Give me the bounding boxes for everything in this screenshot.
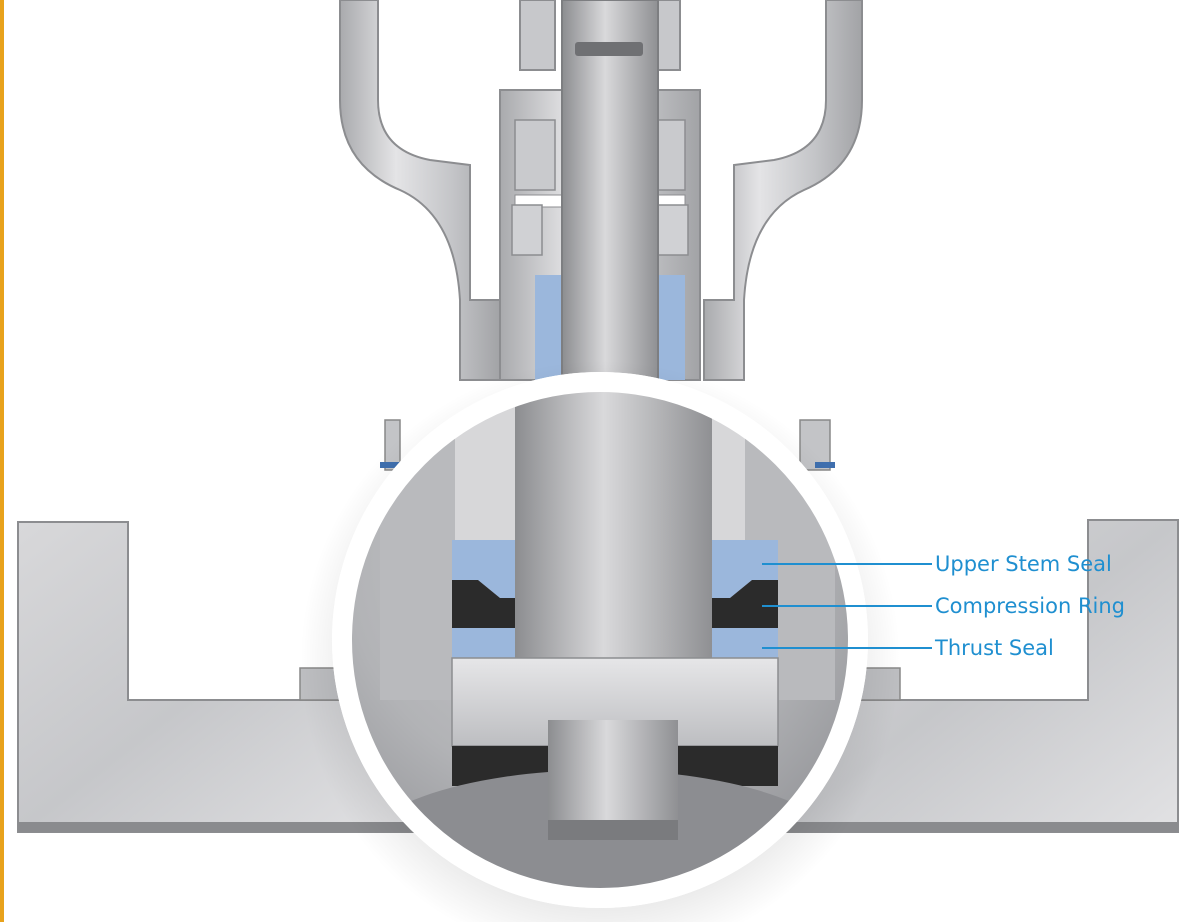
upper-stem-seal-label: Upper Stem Seal [935, 552, 1112, 576]
yoke [339, 0, 863, 381]
valve-stem [561, 0, 659, 381]
callout-lines [762, 563, 932, 649]
upper-stem-seal-left [452, 540, 515, 598]
thrust-seal-left [452, 628, 515, 658]
compression-ring-right [712, 580, 778, 628]
zoom-detail [332, 372, 868, 908]
compression-ring-left [452, 580, 515, 628]
thrust-seal-label: Thrust Seal [935, 636, 1054, 660]
thrust-seal-right [712, 628, 778, 658]
left-edge-accent [0, 0, 4, 922]
compression-ring-label: Compression Ring [935, 594, 1126, 618]
stem-packing-upper [535, 275, 685, 380]
upper-stem-seal-right [712, 540, 778, 598]
